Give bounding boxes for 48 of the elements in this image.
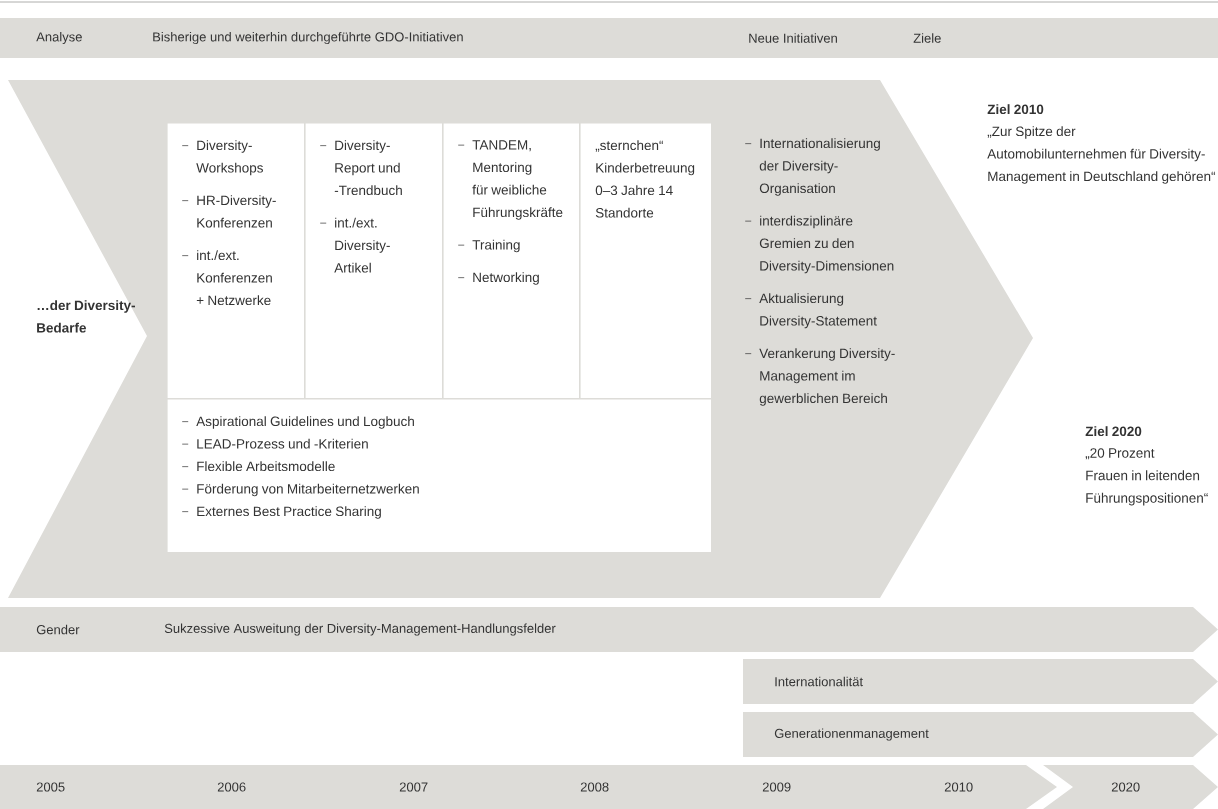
list-item: Diversity-Report und -Trendbuch <box>319 140 402 196</box>
arrow-bar <box>743 712 1218 757</box>
goal-heading: Ziel 2010 <box>987 104 1044 115</box>
side-label: …der Diversity-Bedarfe <box>37 300 135 333</box>
list-item: Aspirational Guidelines und Logbuch <box>181 416 414 429</box>
table-cell <box>166 122 306 400</box>
list-item: Training <box>457 239 520 253</box>
list-item: Diversity-Workshops <box>181 140 263 176</box>
year-label: 2007 <box>399 782 428 792</box>
column-heading: Ziele <box>913 33 941 43</box>
list-item: Förderung von Mitarbeiternetzwerken <box>181 483 419 497</box>
list-item: Aktualisierung Diversity-Statement <box>744 293 877 329</box>
header-bar <box>0 18 1218 58</box>
list-item: TANDEM, Mentoring für weibliche Führungskräfte <box>457 140 563 220</box>
list-item: Internationalisierung der Diversity-Organisation <box>744 138 880 196</box>
year-label: 2005 <box>36 782 65 792</box>
year-label: 2009 <box>762 782 791 792</box>
list-item: int./ext. Diversity-Artikel <box>319 217 390 273</box>
year-label: 2006 <box>217 782 246 792</box>
list-item: Externes Best Practice Sharing <box>181 506 381 519</box>
bar-label: Gender <box>36 624 80 635</box>
goal-quote: „Zur Spitze der Automobilunternehmen für Diversity-Management in Deutschland gehören“ <box>987 126 1216 184</box>
table-cell <box>304 122 444 400</box>
list-item: LEAD-Prozess und -Kriterien <box>181 438 368 449</box>
list-item: Verankerung Diversity-Management im gewerblichen Bereich <box>744 348 895 406</box>
column-heading: Neue Initiativen <box>749 33 837 43</box>
cell-text: „sternchen“ Kinderbetreuung 0–3 Jahre 14 Standorte <box>595 140 695 218</box>
list-item: Flexible Arbeitsmodelle <box>181 461 335 472</box>
goal-heading: Ziel 2020 <box>1085 426 1142 437</box>
list-item: Networking <box>457 272 539 285</box>
list-item: int./ext. Konferenzen + Netzwerke <box>181 250 272 306</box>
bar-label: Generationenmanagement <box>774 728 929 741</box>
year-label: 2020 <box>1111 782 1140 792</box>
table-cell <box>579 122 713 400</box>
bar-label: Internationalität <box>775 676 863 687</box>
timeline-segment <box>1043 765 1218 809</box>
goal-quote: „20 Prozent Frauen in leitenden Führungspositionen“ <box>1085 448 1208 506</box>
timeline-bar <box>0 765 1057 809</box>
year-label: 2010 <box>944 782 973 792</box>
list-item: interdisziplinäre Gremien zu den Diversity-Dimensionen <box>744 215 894 274</box>
column-heading: Analyse <box>36 31 82 45</box>
arrow-bar <box>0 607 1218 652</box>
arrow-bar <box>743 659 1218 704</box>
year-label: 2008 <box>580 782 609 792</box>
table-cell <box>442 122 581 400</box>
bar-label: Sukzessive Ausweitung der Diversity-Management-Handlungsfelder <box>164 623 556 636</box>
column-heading: Bisherige und weiterhin durchgeführte GDO-Initiativen <box>153 31 463 45</box>
list-item: HR-Diversity-Konferenzen <box>181 195 276 228</box>
